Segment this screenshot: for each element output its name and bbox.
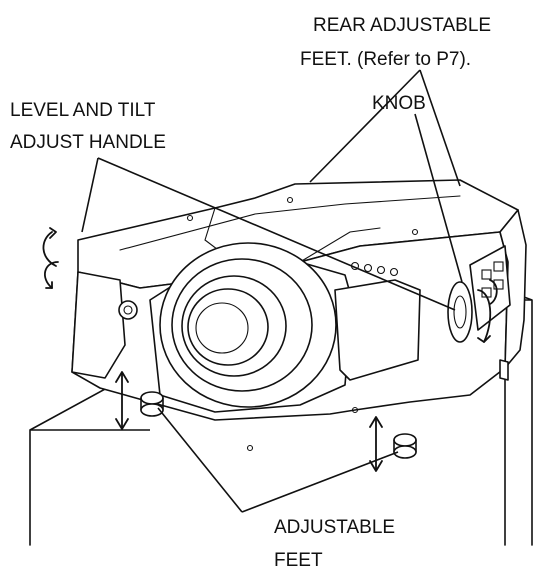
front-adjustable-foot-right [393, 433, 417, 459]
terminal-panel [469, 245, 511, 331]
intake-grille [334, 279, 421, 381]
label-level-tilt-line2: ADJUST HANDLE [10, 132, 166, 153]
label-knob: KNOB [372, 93, 426, 114]
lens [159, 242, 337, 408]
front-adjustable-foot-left [140, 391, 164, 417]
label-adjustable-feet-line1: ADJUSTABLE [274, 517, 395, 538]
rotate-arrow-handle [42, 227, 59, 289]
rear-adjustable-foot [499, 359, 509, 381]
up-down-arrow-right-foot [369, 416, 383, 472]
up-down-arrow-left-foot [115, 371, 129, 430]
label-adjustable-feet-line2: FEET [274, 550, 323, 571]
label-rear-feet-line2: FEET. (Refer to P7). [300, 49, 471, 70]
indicator-lights [350, 261, 399, 277]
leader-lines [81, 69, 463, 513]
knob [447, 281, 473, 343]
label-rear-feet-line1: REAR ADJUSTABLE [313, 15, 491, 36]
label-level-tilt-line1: LEVEL AND TILT [10, 100, 156, 121]
rotate-arrow-knob [477, 279, 498, 343]
level-tilt-handle [118, 300, 138, 320]
